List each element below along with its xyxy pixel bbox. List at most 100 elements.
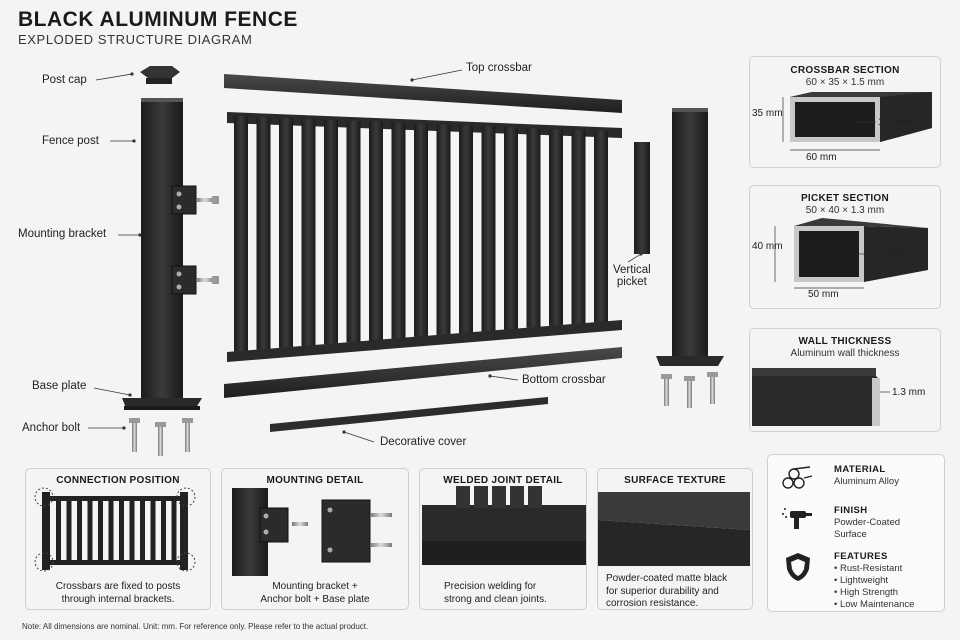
bottom-crossbar xyxy=(224,347,622,398)
welded-joint-panel: WELDED JOINT DETAIL Precision welding fo… xyxy=(419,468,587,610)
surface-texture-panel: SURFACE TEXTURE Powder-coated matte blac… xyxy=(597,468,753,610)
fence-picket xyxy=(436,124,451,336)
features-label: FEATURES xyxy=(834,551,888,562)
picket-width-dim: 50 mm xyxy=(808,289,839,300)
mounting-bracket-upper xyxy=(171,185,219,215)
spray-gun-icon xyxy=(780,503,816,531)
leader-lines xyxy=(88,69,642,443)
footnote: Note: All dimensions are nominal. Unit: … xyxy=(22,622,369,631)
fence-picket xyxy=(526,128,541,328)
fence-picket xyxy=(594,130,608,323)
fence-picket xyxy=(346,120,361,343)
connection-position-caption: Crossbars are fixed to posts through int… xyxy=(55,581,181,605)
connection-picket xyxy=(56,501,61,560)
crossbar-height-dim: 35 mm xyxy=(752,108,783,119)
feature-item-1: • Rust-Resistant xyxy=(834,563,903,574)
fence-picket xyxy=(414,123,428,337)
crossbar-section-spec: 60 × 35 × 1.5 mm xyxy=(805,77,885,88)
picket-section-spec: 50 × 40 × 1.3 mm xyxy=(805,205,885,216)
right-base-plate xyxy=(656,356,724,366)
feature-item-3: • High Strength xyxy=(834,587,899,598)
connection-picket xyxy=(161,501,166,560)
wall-thickness-panel: WALL THICKNESS Aluminum wall thickness xyxy=(749,328,941,432)
picket-wall-dim: 1.3 mm xyxy=(872,249,906,260)
right-anchor-bolts xyxy=(661,372,718,408)
picket-section-title: PICKET SECTION xyxy=(800,193,890,204)
wall-thickness-value: 1.3 mm xyxy=(892,387,926,398)
label-mounting-bracket: Mounting bracket xyxy=(18,228,107,240)
fence-picket xyxy=(391,122,406,339)
connection-picket xyxy=(108,501,114,560)
surface-texture-title: SURFACE TEXTURE xyxy=(624,475,726,486)
connection-picket xyxy=(87,501,93,560)
label-fence-post: Fence post xyxy=(42,135,99,147)
welded-joint-caption: Precision welding for strong and clean j… xyxy=(444,581,547,605)
top-crossbar xyxy=(224,74,622,113)
fence-picket xyxy=(459,125,473,334)
welded-joint-title: WELDED JOINT DETAIL xyxy=(443,475,563,486)
label-vertical-picket: Vertical picket xyxy=(613,264,651,288)
mounting-bracket-lower xyxy=(171,265,219,295)
fence-picket xyxy=(256,117,271,350)
finish-label: FINISH xyxy=(834,505,868,516)
material-label: MATERIAL xyxy=(834,464,886,475)
crossbar-wall-dim: 1.5 mm xyxy=(878,117,912,128)
label-anchor-bolt: Anchor bolt xyxy=(22,422,81,434)
label-top-crossbar: Top crossbar xyxy=(466,62,532,74)
connection-picket xyxy=(140,501,145,560)
fence-picket xyxy=(279,118,293,348)
connection-position-panel: CONNECTION POSITION Crossbars are fixed … xyxy=(25,468,211,610)
crossbar-section-title: CROSSBAR SECTION xyxy=(790,65,900,76)
fence-picket xyxy=(301,119,316,346)
label-base-plate: Base plate xyxy=(32,380,87,392)
fence-picket xyxy=(369,121,383,341)
connection-picket xyxy=(171,501,177,560)
connection-position-graphic xyxy=(34,487,196,572)
page-title: BLACK ALUMINUM FENCE xyxy=(18,8,298,31)
shield-icon xyxy=(782,551,814,583)
dimension-lines xyxy=(774,97,890,393)
fence-picket xyxy=(324,119,338,345)
connection-picket xyxy=(129,501,135,560)
feature-item-2: • Lightweight xyxy=(834,575,889,586)
loose-vertical-picket xyxy=(634,142,650,254)
surface-texture-graphic xyxy=(598,492,750,566)
fence-picket xyxy=(481,126,496,332)
material-value: Aluminum Alloy xyxy=(834,476,899,487)
picket-height-dim: 40 mm xyxy=(752,241,783,252)
picket-group xyxy=(234,116,608,352)
connection-picket xyxy=(77,501,82,560)
material-bars-icon xyxy=(780,463,816,491)
connection-picket xyxy=(98,501,103,560)
crossbar-section-graphic xyxy=(790,92,932,142)
label-bottom-crossbar: Bottom crossbar xyxy=(522,374,606,386)
label-decorative-cover: Decorative cover xyxy=(380,436,467,448)
left-anchor-bolts xyxy=(129,418,193,456)
left-fence-post xyxy=(141,98,183,398)
connection-position-title: CONNECTION POSITION xyxy=(56,475,180,486)
mounting-detail-title: MOUNTING DETAIL xyxy=(266,475,364,486)
label-post-cap: Post cap xyxy=(42,74,87,86)
mounting-detail-graphic xyxy=(232,488,392,576)
mounting-detail-caption: Mounting bracket + Anchor bolt + Base pl… xyxy=(260,581,370,605)
crossbar-section-panel: CROSSBAR SECTION 60 × 35 × 1.5 mm xyxy=(749,56,941,168)
decorative-cover xyxy=(270,397,548,432)
right-fence-post xyxy=(672,110,708,360)
connection-picket xyxy=(119,501,124,560)
specs-panel: MATERIAL Aluminum Alloy FINISH Powder-Co… xyxy=(767,454,945,612)
crossbar-width-dim: 60 mm xyxy=(806,152,837,163)
welded-joint-graphic xyxy=(422,486,586,565)
connection-picket xyxy=(150,501,156,560)
feature-item-4: • Low Maintenance xyxy=(834,599,915,610)
picket-section-graphic xyxy=(794,218,928,282)
page-subtitle: EXPLODED STRUCTURE DIAGRAM xyxy=(18,32,253,47)
wall-thickness-title: WALL THICKNESS xyxy=(798,336,892,347)
wall-thickness-graphic xyxy=(752,368,880,426)
picket-section-panel: PICKET SECTION 50 × 40 × 1.3 mm xyxy=(749,185,941,309)
panel-bottom-rail xyxy=(227,320,622,362)
left-base-plate xyxy=(122,398,202,408)
connection-picket xyxy=(66,501,72,560)
mounting-detail-panel: MOUNTING DETAIL Mounting bracket + Ancho… xyxy=(221,468,409,610)
surface-texture-caption: Powder-coated matte black for superior d… xyxy=(606,573,728,609)
